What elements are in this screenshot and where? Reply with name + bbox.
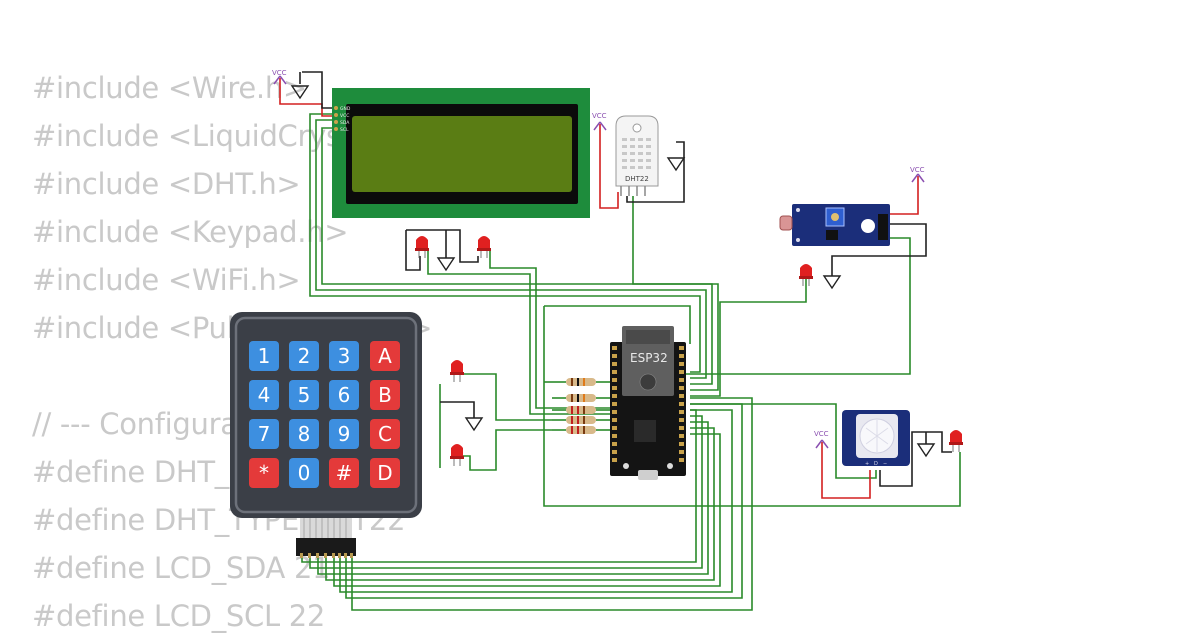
keypad-4x4: 1 2 3 A 4 5 6 B 7 8 9 C * 0 # D — [230, 312, 422, 558]
keypad-key-label: 0 — [298, 461, 311, 485]
resistor — [566, 416, 596, 424]
keypad-key-a[interactable] — [370, 341, 400, 371]
ground-icon — [464, 417, 484, 432]
code-line: #include <WiFi.h> — [32, 263, 301, 297]
keypad-key-1[interactable] — [249, 341, 279, 371]
lcd-pin-label: SDA — [340, 120, 350, 126]
vcc-label: VCC — [910, 166, 925, 174]
keypad-key-label: 7 — [258, 422, 271, 446]
lcd-pin-label: GND — [340, 106, 351, 112]
keypad-key-7[interactable] — [249, 419, 279, 449]
lcd-pin-label: SCL — [340, 127, 349, 133]
code-line: #include <DHT.h> — [32, 167, 301, 201]
code-line: #include <Keypad.h> — [32, 215, 349, 249]
vcc-label: VCC — [272, 69, 287, 77]
keypad-key-hash[interactable] — [329, 458, 359, 488]
resistor — [566, 426, 596, 434]
esp32-board: ESP32 — [610, 326, 686, 480]
vcc-symbol: VCC — [910, 166, 925, 183]
ground-icon — [666, 157, 686, 172]
lcd-pin-header: GND VCC SDA SCL — [334, 106, 351, 133]
keypad-key-5[interactable] — [289, 380, 319, 410]
keypad-key-star[interactable] — [249, 458, 279, 488]
ground-icon — [290, 85, 310, 100]
keypad-key-label: * — [259, 461, 269, 485]
keypad-key-label: # — [336, 461, 353, 485]
keypad-key-label: D — [377, 461, 392, 485]
keypad-key-b[interactable] — [370, 380, 400, 410]
keypad-key-label: 5 — [298, 383, 311, 407]
keypad-key-6[interactable] — [329, 380, 359, 410]
vcc-label: VCC — [592, 112, 607, 120]
dht22-label: DHT22 — [625, 175, 649, 183]
keypad-key-label: C — [378, 422, 392, 446]
code-line: #include <Wire.h> — [32, 71, 307, 105]
keypad-key-label: 2 — [298, 344, 311, 368]
code-line: #define LCD_SDA 21 — [32, 551, 331, 585]
led-red — [415, 236, 429, 258]
keypad-key-label: 1 — [258, 344, 271, 368]
pir-pin-label: − — [883, 461, 887, 467]
ground-icon — [822, 275, 842, 290]
keypad-key-0[interactable] — [289, 458, 319, 488]
resistor — [566, 406, 596, 414]
keypad-key-label: B — [378, 383, 392, 407]
vcc-symbol: VCC — [592, 112, 607, 131]
pir-pin-label: D — [874, 461, 878, 467]
keypad-key-4[interactable] — [249, 380, 279, 410]
led-red — [799, 264, 813, 286]
keypad-key-label: 4 — [258, 383, 271, 407]
lcd-pin-label: VCC — [340, 113, 349, 119]
keypad-key-8[interactable] — [289, 419, 319, 449]
signal-wires — [301, 113, 961, 611]
keypad-key-label: 6 — [338, 383, 351, 407]
vcc-symbol: VCC — [272, 69, 287, 85]
keypad-key-2[interactable] — [289, 341, 319, 371]
resistor — [566, 394, 596, 402]
ground-wires — [299, 71, 952, 487]
pir-motion-sensor: + D − — [842, 410, 910, 467]
led-red — [477, 236, 491, 258]
keypad-key-label: 9 — [338, 422, 351, 446]
ground-icon — [436, 257, 456, 272]
keypad-key-3[interactable] — [329, 341, 359, 371]
ldr-sensor-module — [779, 204, 890, 246]
code-line: #define LCD_SCL 22 — [32, 599, 326, 633]
dht22-sensor: DHT22 — [615, 115, 659, 196]
ground-icon — [916, 443, 936, 458]
led-red — [450, 444, 464, 466]
keypad-key-9[interactable] — [329, 419, 359, 449]
resistor — [566, 378, 596, 386]
lcd-display: GND VCC SDA SCL — [332, 88, 590, 218]
vcc-symbol: VCC — [814, 430, 829, 449]
keypad-key-label: 3 — [338, 344, 351, 368]
esp32-label: ESP32 — [630, 351, 668, 365]
led-red — [949, 430, 963, 452]
keypad-key-c[interactable] — [370, 419, 400, 449]
keypad-key-d[interactable] — [370, 458, 400, 488]
pir-pin-label: + — [865, 461, 869, 467]
resistor-array — [566, 378, 596, 434]
vcc-label: VCC — [814, 430, 829, 438]
led-red — [450, 360, 464, 382]
keypad-key-label: A — [378, 344, 392, 368]
keypad-key-label: 8 — [298, 422, 311, 446]
